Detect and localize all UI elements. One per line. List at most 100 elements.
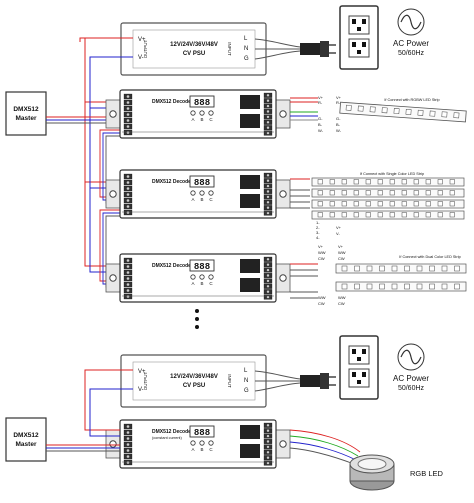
decoder-button-b[interactable] [199, 274, 205, 280]
led-chip [366, 283, 373, 290]
decoder-button-label: A [191, 117, 194, 122]
led-chip [354, 265, 360, 272]
led-chip [437, 201, 443, 207]
led-chip [341, 179, 347, 185]
psu-bottom-pin-vplus: V+ [138, 369, 146, 375]
decoder-button-a[interactable] [190, 440, 196, 446]
decoder-display-digits: 888 [194, 262, 210, 272]
decoder-connector-block [240, 114, 260, 128]
led-chip [413, 190, 419, 196]
led-chip [353, 201, 359, 207]
screw-hole-icon [109, 110, 117, 118]
led-chip [365, 212, 371, 218]
decoder-connector-block [240, 278, 260, 292]
led-chip [389, 201, 395, 207]
decoder-button-c[interactable] [208, 110, 214, 116]
rgbw-strip [339, 101, 467, 123]
rgbw-strip-pin-r: R- [336, 100, 341, 105]
decoder-button-label: C [209, 447, 213, 452]
single-strip-4 [311, 210, 465, 220]
led-chip [454, 283, 460, 290]
decoder-display [189, 259, 215, 272]
single-pin-vplus: V+ [336, 225, 342, 230]
dual-bottom-pin-cw: CW [318, 301, 325, 306]
led-chip [317, 201, 323, 207]
rgb-led-label: RGB LED [410, 469, 444, 478]
led-chip [391, 265, 398, 272]
decoder-display-digits: 888 [194, 178, 210, 188]
single-pin-vminus: V- [336, 231, 340, 236]
psu-top-pin-g: G [244, 56, 249, 62]
decoder-button-a[interactable] [190, 274, 196, 280]
plug-top [254, 38, 336, 60]
led-chip [365, 179, 371, 185]
led-chip-row [317, 179, 455, 185]
led-chip [413, 179, 419, 185]
decoder-button-b[interactable] [199, 110, 205, 116]
master-top-line2: Master [16, 115, 37, 122]
led-chip [366, 265, 373, 272]
led-chip [401, 190, 407, 196]
led-chip [425, 190, 431, 196]
psu-bottom: 12V/24V/36V/48V CV PSU OUTPUT INPUT V+ V… [120, 354, 267, 408]
decoder-button-c[interactable] [208, 190, 214, 196]
single-pin-4: 4- [316, 235, 320, 240]
decoder-display [189, 175, 215, 188]
psu-bottom-input-label: INPUT [227, 374, 232, 388]
led-chip [329, 201, 335, 207]
ac-symbol-top: AC Power 50/60Hz [393, 8, 429, 57]
decoder-button-b[interactable] [199, 190, 205, 196]
master-top-line1: DMX512 [13, 106, 39, 113]
decoder-connector-block [240, 194, 260, 208]
dual-bottom-strip-pin-ww: WW [338, 295, 346, 300]
decoder-button-b[interactable] [199, 440, 205, 446]
led-chip [417, 109, 424, 116]
dual-pin-ww: WW [318, 250, 326, 255]
led-chip [377, 190, 383, 196]
led-chip [341, 265, 348, 272]
led-chip [353, 212, 359, 218]
led-chip [329, 212, 335, 218]
single-strip-3 [311, 199, 465, 209]
led-chip [353, 190, 359, 196]
screw-hole-icon [109, 190, 117, 198]
dual-strip-2 [335, 281, 467, 292]
led-chip [454, 265, 460, 272]
rgbw-pin-vplus: V+ [318, 95, 324, 100]
psu-bottom-pin-n: N [244, 378, 248, 384]
led-chip [341, 283, 348, 290]
dual-strip-pin-cw: CW [338, 256, 345, 261]
dual-pin-vplus: V+ [318, 244, 324, 249]
led-chip [425, 201, 431, 207]
decoder-button-label: B [200, 447, 203, 452]
decoder-button-c[interactable] [208, 440, 214, 446]
led-chip [437, 179, 443, 185]
decoder-button-a[interactable] [190, 190, 196, 196]
led-chip [429, 283, 435, 290]
decoder-body [119, 169, 277, 219]
decoder-terminals-left [123, 173, 133, 216]
led-chip-row [317, 201, 455, 207]
dual-bottom-pin-ww: WW [318, 295, 326, 300]
dual-strip-pin-ww: WW [338, 250, 346, 255]
decoder-button-a[interactable] [190, 110, 196, 116]
led-chip [441, 111, 448, 118]
led-chip-row [341, 283, 460, 290]
psu-bottom-title-2: CV PSU [183, 383, 205, 389]
dual-caption: If Connect with Dual Color LED Strip [399, 255, 460, 259]
screw-hole-icon [279, 440, 287, 448]
led-chip [341, 190, 347, 196]
master-bottom-line2: Master [16, 441, 37, 448]
led-chip [413, 201, 419, 207]
led-chip [381, 107, 388, 114]
single-pin-2: 2- [316, 225, 320, 230]
led-chip [377, 201, 383, 207]
led-chip [416, 283, 423, 290]
decoder-terminals-left [123, 423, 133, 466]
single-caption: If Connect with Single Color LED Strip [360, 172, 424, 176]
rgbw-pin-r: R- [318, 100, 323, 105]
dual-bottom-strip-pin-cw: CW [338, 301, 345, 306]
decoder-button-c[interactable] [208, 274, 214, 280]
